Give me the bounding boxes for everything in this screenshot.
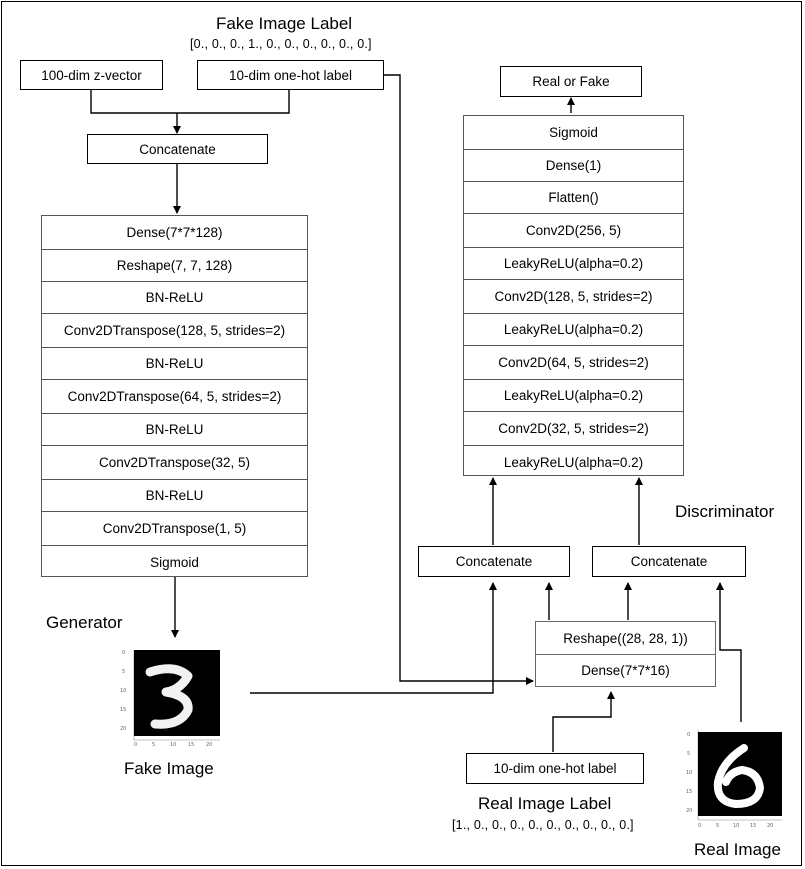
generator-stack: Dense(7*7*128) Reshape(7, 7, 128) BN-ReL… <box>41 215 308 577</box>
generator-layer: Conv2DTranspose(32, 5) <box>42 446 307 480</box>
svg-text:5: 5 <box>152 742 155 746</box>
discriminator-concatenate-right: Concatenate <box>592 546 746 577</box>
svg-text:5: 5 <box>687 751 690 757</box>
discriminator-layer: LeakyReLU(alpha=0.2) <box>503 454 644 470</box>
discriminator-layer: Conv2D(64, 5, strides=2) <box>464 346 683 380</box>
generator-layer: Dense(7*7*128) <box>42 216 307 250</box>
generator-layer: BN-ReLU <box>42 282 307 314</box>
generator-layer: BN-ReLU <box>42 414 307 446</box>
fake-onehot-label-input: 10-dim one-hot label <box>197 60 384 90</box>
discriminator-layer: Sigmoid <box>464 116 683 150</box>
discriminator-layer: Flatten() <box>464 182 683 214</box>
svg-text:15: 15 <box>120 707 126 713</box>
label-embedding-stack: Reshape((28, 28, 1)) Dense(7*7*16) <box>535 621 716 687</box>
svg-text:0: 0 <box>687 732 690 738</box>
real-onehot-label-input: 10-dim one-hot label <box>466 753 644 784</box>
discriminator-concatenate-left: Concatenate <box>418 546 570 577</box>
discriminator-layer: LeakyReLU(alpha=0.2) <box>464 380 683 412</box>
svg-text:20: 20 <box>120 726 126 732</box>
generator-title: Generator <box>46 613 123 632</box>
svg-text:10: 10 <box>733 823 739 828</box>
svg-text:0: 0 <box>134 742 137 746</box>
real-image-caption: Real Image <box>694 840 781 859</box>
generator-layer: Conv2DTranspose(1, 5) <box>42 512 307 546</box>
real-label-vector: [1., 0., 0., 0., 0., 0., 0., 0., 0., 0.] <box>452 818 634 832</box>
generator-layer: Reshape(7, 7, 128) <box>42 250 307 282</box>
svg-text:15: 15 <box>188 742 194 746</box>
svg-text:20: 20 <box>767 823 773 828</box>
discriminator-layer: LeakyReLU(alpha=0.2) <box>464 248 683 280</box>
discriminator-stack: Sigmoid Dense(1) Flatten() Conv2D(256, 5… <box>463 115 684 476</box>
svg-text:15: 15 <box>686 789 692 795</box>
discriminator-title: Discriminator <box>675 502 775 521</box>
fake-label-vector: [0., 0., 0., 1., 0., 0., 0., 0., 0., 0.] <box>190 37 372 51</box>
generator-layer: BN-ReLU <box>42 480 307 512</box>
svg-text:10: 10 <box>686 770 692 776</box>
label-embedding-layer: Reshape((28, 28, 1)) <box>536 622 715 655</box>
svg-text:0: 0 <box>698 823 701 828</box>
fake-digit-image: 0 5 10 15 20 0 5 10 15 20 <box>120 650 220 746</box>
generator-layer: Sigmoid <box>150 554 199 570</box>
svg-text:20: 20 <box>206 742 212 746</box>
generator-layer: Conv2DTranspose(128, 5, strides=2) <box>42 314 307 348</box>
svg-text:5: 5 <box>122 669 125 675</box>
real-label-title: Real Image Label <box>478 794 612 813</box>
svg-text:20: 20 <box>686 808 692 814</box>
real-digit-image: 0 5 10 15 20 0 5 10 15 20 <box>686 730 782 828</box>
svg-text:15: 15 <box>750 823 756 828</box>
fake-image-caption: Fake Image <box>124 759 214 778</box>
generator-concatenate: Concatenate <box>87 134 268 164</box>
generator-layer: BN-ReLU <box>42 348 307 380</box>
svg-text:10: 10 <box>170 742 176 746</box>
discriminator-layer: Dense(1) <box>464 150 683 182</box>
z-vector-input: 100-dim z-vector <box>20 60 163 90</box>
svg-text:0: 0 <box>122 650 125 656</box>
discriminator-layer: LeakyReLU(alpha=0.2) <box>464 314 683 346</box>
svg-text:5: 5 <box>716 823 719 828</box>
real-or-fake-output: Real or Fake <box>500 66 642 97</box>
generator-layer: Conv2DTranspose(64, 5, strides=2) <box>42 380 307 414</box>
label-embedding-layer: Dense(7*7*16) <box>581 663 670 678</box>
discriminator-layer: Conv2D(128, 5, strides=2) <box>464 280 683 314</box>
svg-text:10: 10 <box>120 688 126 694</box>
discriminator-layer: Conv2D(32, 5, strides=2) <box>464 412 683 446</box>
discriminator-layer: Conv2D(256, 5) <box>464 214 683 248</box>
fake-label-title: Fake Image Label <box>216 14 353 33</box>
